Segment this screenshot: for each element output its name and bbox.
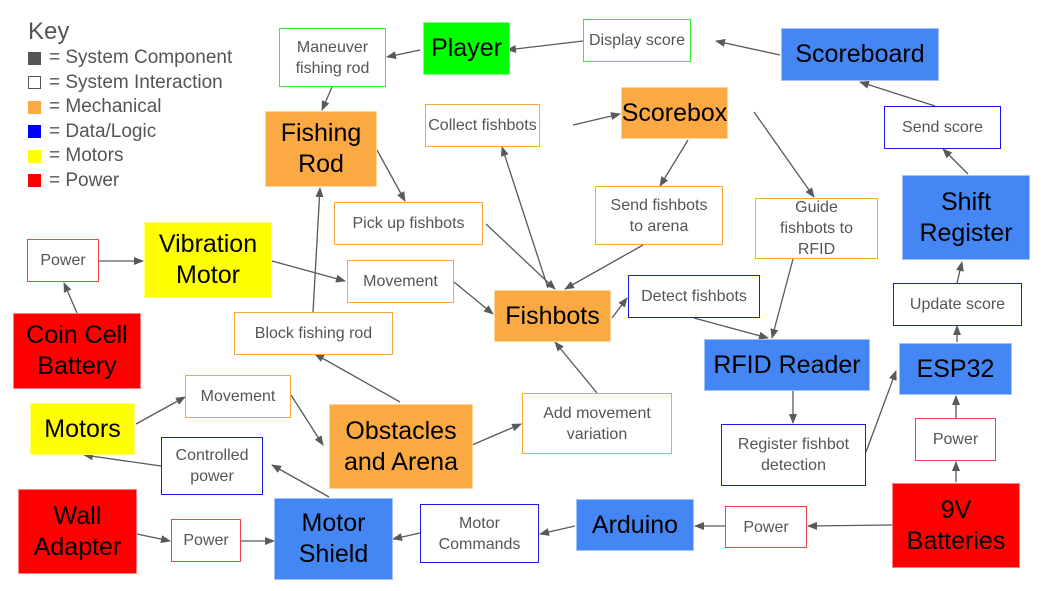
interaction-movement-motors[interactable]: Movement [185,375,291,418]
interaction-send-score[interactable]: Send score [884,106,1001,149]
swatch-icon [28,125,41,139]
interaction-send-fishbots-to-arena[interactable]: Send fishbots to arena [595,186,723,245]
edge-scorebox-guide [753,111,815,198]
edge-shift-sendscore [942,148,969,175]
legend-title: Key [28,18,70,45]
edge-arena-block [314,353,401,403]
edge-display-player [506,40,584,53]
edge-arduino-commands [539,525,576,536]
edge-variation-fishbots [554,341,598,394]
legend-item-system-component: = System Component [28,46,232,71]
interaction-detect-fishbots[interactable]: Detect fishbots [628,275,760,318]
edge-movement-fishbots [453,281,494,315]
edge-collect-scorebox [572,112,621,126]
node-motor-shield[interactable]: Motor Shield [274,498,393,580]
interaction-block-fishing-rod[interactable]: Block fishing rod [234,312,393,355]
edge-battery-power [63,282,78,314]
edge-controlled-motors [83,452,162,467]
legend-item-power: = Power [28,169,232,194]
interaction-maneuver-fishing-rod[interactable]: Maneuver fishing rod [279,28,386,87]
edge-register-esp [865,370,897,453]
node-9v-batteries[interactable]: 9V Batteries [892,483,1020,568]
node-wall-adapter[interactable]: Wall Adapter [18,489,137,574]
edge-send-fishbots [564,244,644,290]
swatch-icon [28,51,41,65]
edge-movement-arena [290,394,324,446]
edge-update-shift [956,261,964,284]
node-coin-cell-battery[interactable]: Coin Cell Battery [13,313,141,389]
swatch-icon [28,174,41,188]
edge-fishbots-collect [500,146,549,289]
edge-arena-variation [471,423,522,446]
node-fishbots[interactable]: Fishbots [494,290,611,342]
edge-vibration-movement [271,260,346,283]
interaction-power-coin-cell[interactable]: Power [27,239,99,282]
edge-wall-power [136,533,171,544]
interaction-motor-commands[interactable]: Motor Commands [420,504,539,563]
node-esp32[interactable]: ESP32 [899,343,1012,395]
edge-motors-movement [135,396,186,425]
node-motors[interactable]: Motors [30,403,135,455]
interaction-power-9v-esp32[interactable]: Power [915,418,996,461]
legend-item-mechanical: = Mechanical [28,95,232,120]
interaction-power-wall[interactable]: Power [171,519,241,562]
legend: Key = System Component = System Interact… [28,18,232,193]
legend-item-data-logic: = Data/Logic [28,120,232,145]
node-obstacles-arena[interactable]: Obstacles and Arena [329,404,473,489]
edge-guide-rfid [770,258,794,339]
interaction-display-score[interactable]: Display score [583,19,691,62]
edge-commands-shield [392,532,421,541]
edge-detect-rfid [693,317,769,340]
swatch-icon [28,100,41,114]
swatch-icon [28,76,41,90]
node-scorebox[interactable]: Scorebox [621,87,728,139]
node-fishing-rod[interactable]: Fishing Rod [265,111,377,187]
node-shift-register[interactable]: Shift Register [902,175,1030,260]
node-vibration-motor[interactable]: Vibration Motor [144,222,272,298]
interaction-movement-vibration[interactable]: Movement [347,260,454,303]
edge-block-rod [312,187,324,313]
node-arduino[interactable]: Arduino [576,499,694,551]
edge-rod-pickup [376,149,406,202]
swatch-icon [28,149,41,163]
edge-pickup-fishbots [485,223,556,290]
interaction-pick-up-fishbots[interactable]: Pick up fishbots [334,202,483,245]
node-player[interactable]: Player [423,22,510,75]
interaction-collect-fishbots[interactable]: Collect fishbots [425,104,540,147]
legend-item-system-interaction: = System Interaction [28,71,232,96]
interaction-register-fishbot-detection[interactable]: Register fishbot detection [721,424,866,486]
legend-item-motors: = Motors [28,144,232,169]
node-rfid-reader[interactable]: RFID Reader [704,339,870,391]
edge-player-maneuver [386,49,421,60]
node-scoreboard[interactable]: Scoreboard [781,28,939,81]
interaction-add-movement-variation[interactable]: Add movement variation [522,393,672,454]
edge-fishbots-detect [611,297,628,319]
edge-scoreboard-display [715,39,781,56]
edge-maneuver-rod [321,86,333,111]
edge-shield-controlled [271,464,330,498]
edge-9v-power-arduino [807,521,893,530]
interaction-controlled-power[interactable]: Controlled power [161,437,263,495]
interaction-power-9v-arduino[interactable]: Power [725,506,807,548]
interaction-update-score[interactable]: Update score [893,283,1022,326]
interaction-guide-fishbots-to-rfid[interactable]: Guide fishbots to RFID [755,198,878,259]
edge-scorebox-send [659,139,689,187]
edge-sendscore-scoreboard [859,80,936,107]
